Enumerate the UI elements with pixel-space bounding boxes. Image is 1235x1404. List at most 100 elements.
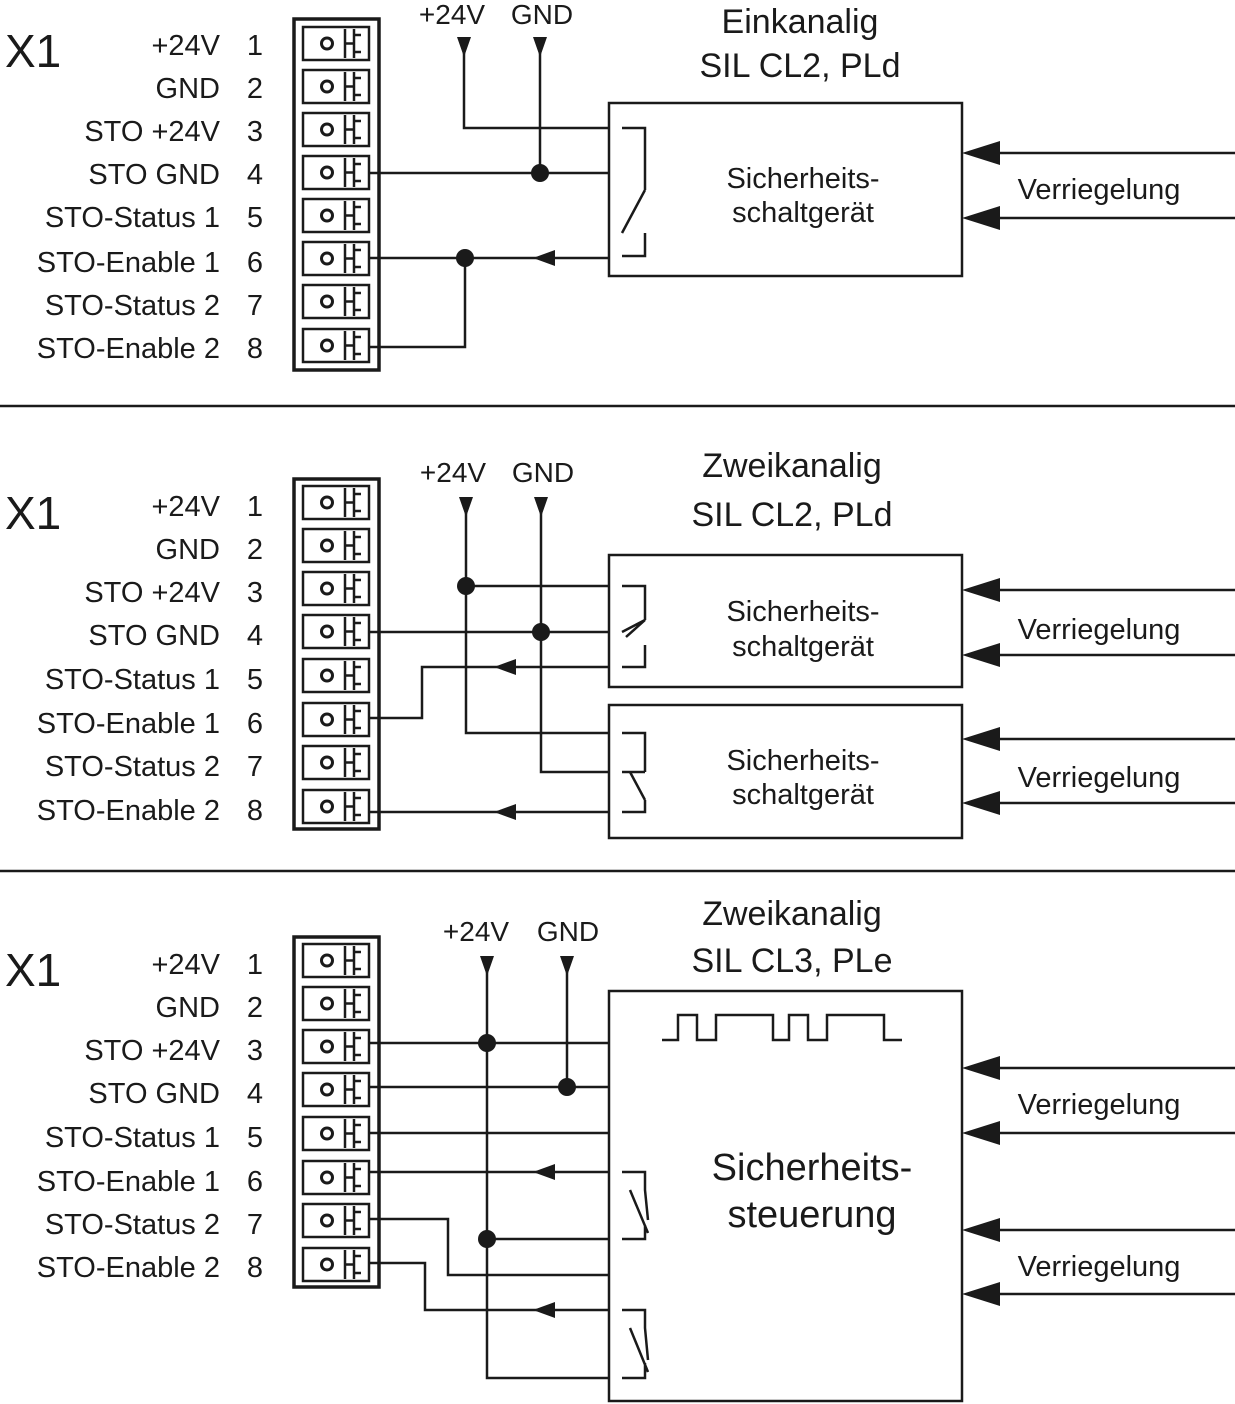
pin-number: 8 <box>247 1252 263 1284</box>
pin-number: 1 <box>247 491 263 523</box>
pin-number: 3 <box>247 116 263 148</box>
sto-enable-2-wire <box>369 1261 609 1312</box>
junction-dot <box>558 1078 576 1096</box>
pin-label: STO GND <box>88 159 220 191</box>
pin-label: STO-Enable 2 <box>37 1252 220 1284</box>
interlock-label: Verriegelung <box>1018 1251 1181 1283</box>
pin-number: 4 <box>247 1078 263 1110</box>
interlock-arrow <box>962 1282 1000 1306</box>
junction-dot <box>531 164 549 182</box>
junction-dot <box>457 577 475 595</box>
pin-number: 8 <box>247 333 263 365</box>
pin-label: GND <box>156 992 220 1024</box>
pin-label: GND <box>156 73 220 105</box>
switch-contact <box>622 1308 650 1380</box>
pin-label: STO-Enable 1 <box>37 247 220 279</box>
device-label-line2: schaltgerät <box>732 197 874 229</box>
section-single-channel: X1 +24V GND STO +24V STO GND STO-Status … <box>5 0 1235 372</box>
pin-number: 4 <box>247 620 263 652</box>
pin-label: STO GND <box>88 620 220 652</box>
supply-wire <box>464 508 609 735</box>
interlock-label: Verriegelung <box>1018 1089 1181 1121</box>
pin-label: STO-Status 2 <box>45 1209 220 1241</box>
interlock-label: Verriegelung <box>1018 174 1181 206</box>
ground-arrow <box>560 956 574 976</box>
device-label-line2: schaltgerät <box>732 779 874 811</box>
pin-number: 3 <box>247 577 263 609</box>
safety-relay-box <box>607 553 964 689</box>
signal-arrow <box>533 250 555 266</box>
pin-label: STO-Enable 2 <box>37 795 220 827</box>
pin-number: 2 <box>247 534 263 566</box>
interlock-arrow <box>962 791 1000 815</box>
terminal-block <box>292 935 381 1289</box>
junction-dot <box>456 249 474 267</box>
supply-label: +24V <box>420 457 486 488</box>
controller-label-line1: Sicherheits- <box>712 1147 913 1189</box>
supply-arrow <box>457 37 471 57</box>
pin-number: 7 <box>247 290 263 322</box>
terminal-block <box>292 17 381 372</box>
terminal-block <box>292 477 381 831</box>
pin-number: 2 <box>247 992 263 1024</box>
pin-label: STO-Status 1 <box>45 202 220 234</box>
supply-label: +24V <box>419 0 485 30</box>
pulse-pattern <box>662 1013 902 1042</box>
safety-relay-box <box>607 101 964 278</box>
pin-label: STO +24V <box>84 1035 220 1067</box>
junction-dot <box>478 1034 496 1052</box>
supply-arrow <box>480 956 494 976</box>
signal-arrow <box>533 1164 555 1180</box>
device-label-line2: schaltgerät <box>732 631 874 663</box>
safety-controller-box <box>607 989 964 1403</box>
interlock-arrow <box>962 1121 1000 1145</box>
connector-label: X1 <box>5 25 61 77</box>
pin-number: 6 <box>247 1166 263 1198</box>
pin-label: STO +24V <box>84 116 220 148</box>
interlock-arrow <box>962 578 1000 602</box>
supply-arrow <box>459 497 473 517</box>
pin-label: +24V <box>151 949 220 981</box>
interlock-arrow <box>962 643 1000 667</box>
section-dual-channel-cl2: X1 +24V GND STO +24V STO GND STO-Status … <box>5 447 1235 840</box>
interlock-arrow <box>962 141 1000 165</box>
pin-label: +24V <box>151 491 220 523</box>
signal-arrow <box>494 804 516 820</box>
switch-contact <box>621 584 647 669</box>
pin-label: STO-Enable 1 <box>37 1166 220 1198</box>
junction-dot <box>532 623 550 641</box>
junction-dot <box>478 1230 496 1248</box>
device-label-line1: Sicherheits- <box>726 596 879 628</box>
pin-number: 1 <box>247 30 263 62</box>
interlock-label: Verriegelung <box>1018 762 1181 794</box>
section-title: Einkanalig <box>722 3 879 41</box>
supply-wire <box>485 967 609 1380</box>
pin-number: 8 <box>247 795 263 827</box>
pin-number-list: 1 2 3 4 5 6 7 8 <box>247 30 263 365</box>
connector-label: X1 <box>5 487 61 539</box>
ground-wire <box>539 508 609 774</box>
section-dual-channel-cl3: X1 +24V GND STO +24V STO GND STO-Status … <box>5 895 1235 1403</box>
ground-label: GND <box>537 916 599 947</box>
ground-arrow <box>534 497 548 517</box>
interlock-label: Verriegelung <box>1018 614 1181 646</box>
supply-wire <box>462 48 609 130</box>
pin-label: STO-Status 1 <box>45 1122 220 1154</box>
sto-enable-1-wire <box>369 665 609 720</box>
pin-label: STO GND <box>88 1078 220 1110</box>
pin-number: 5 <box>247 202 263 234</box>
interlock-arrow <box>962 206 1000 230</box>
pin-label: STO-Enable 1 <box>37 708 220 740</box>
section-title: Zweikanalig <box>702 447 882 485</box>
pin-label-list: +24V GND STO +24V STO GND STO-Status 1 S… <box>37 30 221 365</box>
device-label-line1: Sicherheits- <box>726 163 879 195</box>
switch-contact <box>622 731 647 814</box>
pin-label: GND <box>156 534 220 566</box>
ground-arrow <box>533 37 547 57</box>
connector-label: X1 <box>5 944 61 996</box>
pin-label: STO-Status 2 <box>45 290 220 322</box>
pin-number: 5 <box>247 1122 263 1154</box>
pin-label: +24V <box>151 30 220 62</box>
pin-label: STO +24V <box>84 577 220 609</box>
